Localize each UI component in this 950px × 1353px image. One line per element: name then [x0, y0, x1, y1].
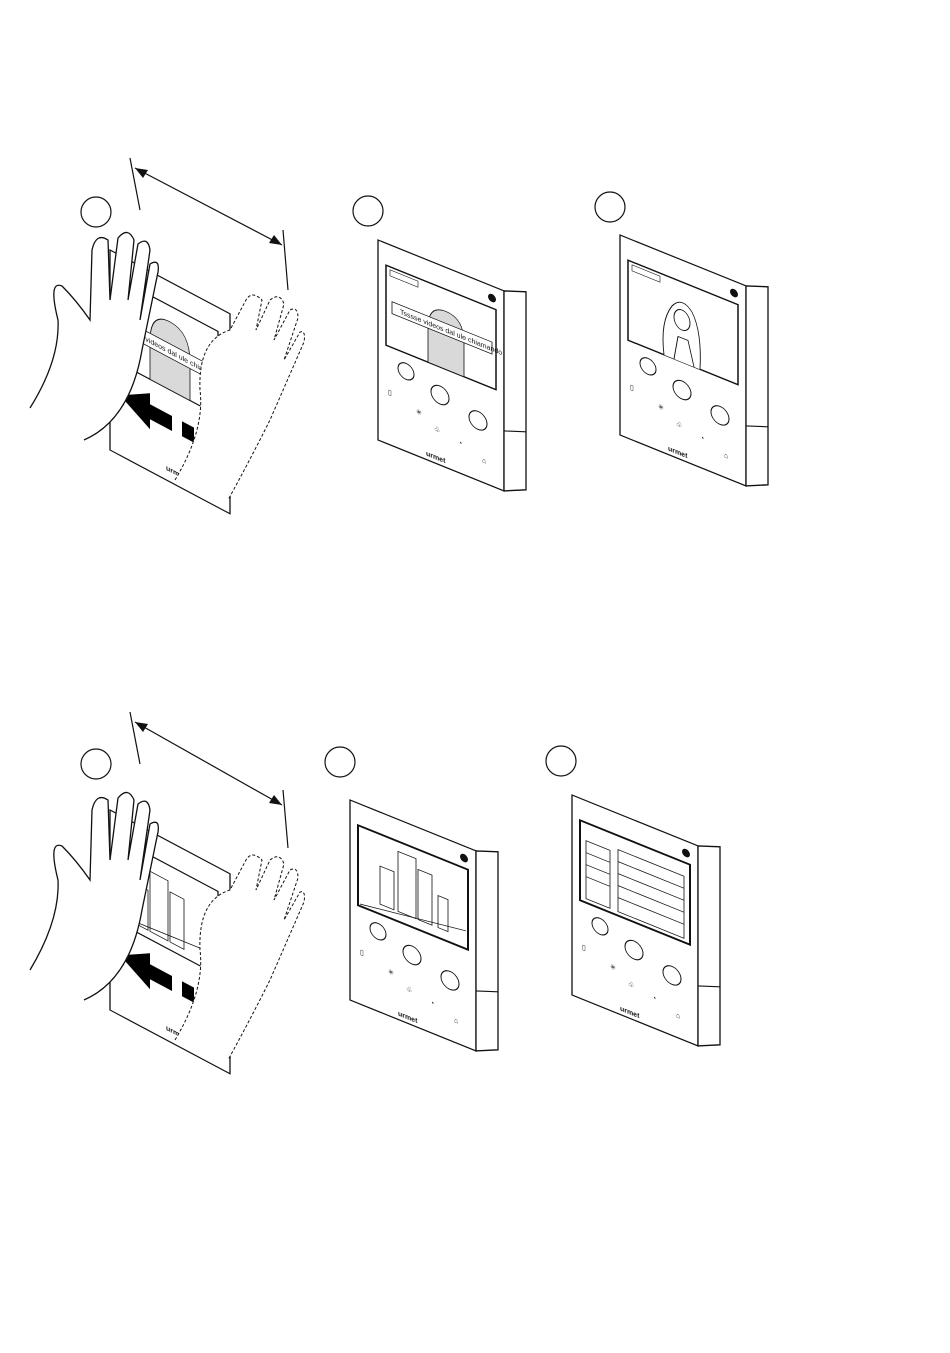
step-marker-3: [595, 192, 625, 222]
svg-text:▯: ▯: [630, 382, 634, 392]
svg-text:◔: ◔: [652, 993, 656, 1003]
svg-text:◔: ◔: [430, 998, 434, 1008]
monitor-step-3: ▯ ✳ ♧ ◔ ⌂ urmet: [620, 227, 768, 495]
svg-text:◔: ◔: [700, 433, 704, 443]
step-marker-4: [81, 749, 111, 779]
step-marker-1: [81, 197, 111, 227]
svg-text:▯: ▯: [582, 942, 586, 952]
svg-text:▯: ▯: [388, 387, 392, 397]
monitor-step-5: ▯ ✳ ♧ ◔ ⌂ urmet: [350, 792, 498, 1060]
svg-text:⌂: ⌂: [454, 1015, 458, 1025]
svg-text:▯: ▯: [360, 947, 364, 957]
svg-text:◔: ◔: [458, 438, 462, 448]
step-marker-6: [546, 746, 576, 776]
svg-text:⌂: ⌂: [482, 455, 486, 465]
step-marker-2: [353, 196, 383, 226]
svg-text:⌂: ⌂: [724, 450, 728, 460]
monitor-step-2: Tsssse videos dal ule chiamando ▯ ✳ ♧ ◔ …: [378, 232, 526, 500]
svg-text:⌂: ⌂: [676, 1010, 680, 1020]
monitor-step-6: ▯ ✳ ♧ ◔ ⌂ urmet: [572, 787, 720, 1055]
step-marker-5: [325, 747, 355, 777]
